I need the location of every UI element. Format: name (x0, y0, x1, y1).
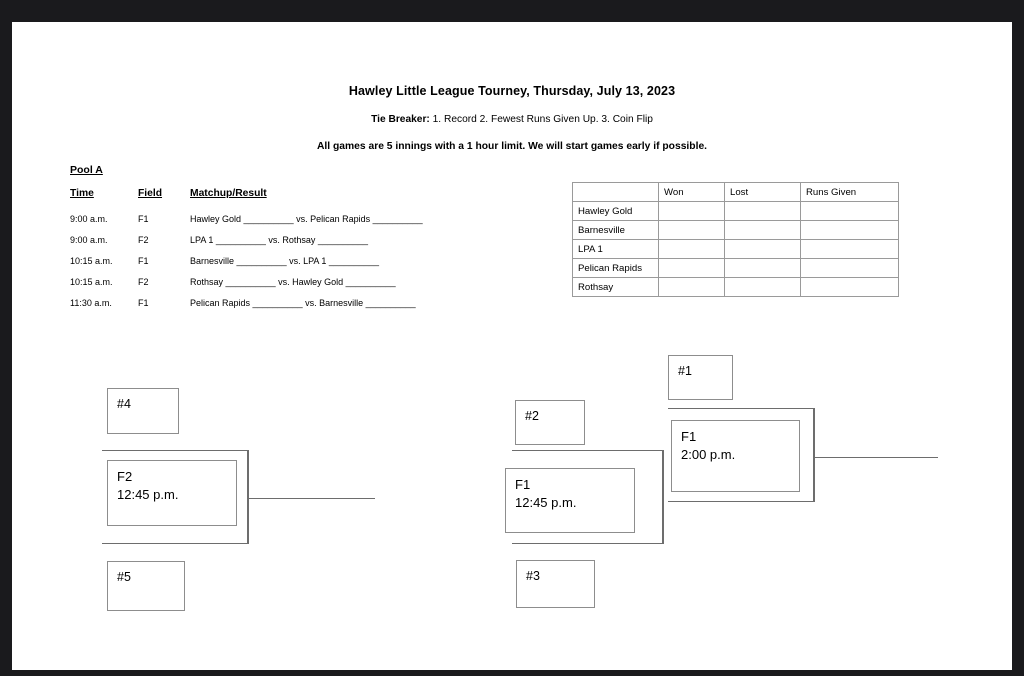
bracket-output-line-left (247, 498, 375, 500)
game-time: 11:30 a.m. (70, 298, 112, 308)
tiebreaker-text: 1. Record 2. Fewest Runs Given Up. 3. Co… (429, 114, 653, 125)
tiebreaker-line: Tie Breaker: 1. Record 2. Fewest Runs Gi… (12, 114, 1012, 125)
standings-table: Won Lost Runs Given Hawley Gold Barnesvi… (572, 182, 899, 297)
pool-a-label: Pool A (70, 164, 103, 176)
schedule-header-row: Time Field Matchup/Result (70, 188, 490, 214)
schedule-row: 9:00 a.m. F2 LPA 1 __________ vs. Rothsa… (70, 235, 490, 256)
bracket-game-time: 2:00 p.m. (681, 447, 736, 463)
bracket-connector-top-right-semi (512, 450, 664, 452)
bracket-game-field: F2 (117, 469, 133, 484)
bracket-connector-bottom-left (102, 543, 248, 545)
game-field: F2 (138, 235, 149, 245)
game-matchup: Barnesville __________ vs. LPA 1 _______… (190, 256, 379, 266)
table-row: LPA 1 (572, 239, 899, 259)
game-field: F1 (138, 256, 149, 266)
game-matchup: LPA 1 __________ vs. Rothsay __________ (190, 235, 368, 245)
bracket-connector-top-final (668, 408, 815, 410)
document-page: Hawley Little League Tourney, Thursday, … (12, 22, 1012, 670)
bracket-game-f1-1245[interactable]: F1 12:45 p.m. (505, 468, 635, 533)
bracket-connector-vertical-left (247, 450, 249, 544)
column-header-matchup: Matchup/Result (190, 188, 267, 199)
bracket-connector-vertical-right-semi (662, 450, 664, 544)
bracket-seed-4[interactable]: #4 (107, 388, 179, 434)
column-header-field: Field (138, 188, 163, 199)
table-row: Barnesville (572, 220, 899, 240)
bracket-game-time: 12:45 p.m. (515, 495, 577, 511)
game-matchup: Rothsay __________ vs. Hawley Gold _____… (190, 277, 396, 287)
bracket-connector-bottom-final (668, 501, 815, 503)
tournament-bracket: #4 F2 12:45 p.m. #5 #1 #2 F1 12:45 p.m. … (12, 22, 1012, 670)
column-header-time: Time (70, 188, 94, 199)
game-field: F2 (138, 277, 149, 287)
bracket-game-time: 12:45 p.m. (117, 487, 179, 503)
table-row: Rothsay (572, 277, 899, 297)
schedule-row: 10:15 a.m. F1 Barnesville __________ vs.… (70, 256, 490, 277)
bracket-connector-vertical-final (813, 408, 815, 502)
game-time: 9:00 a.m. (70, 214, 108, 224)
table-row: Pelican Rapids (572, 258, 899, 278)
page-title: Hawley Little League Tourney, Thursday, … (348, 84, 676, 98)
game-time: 9:00 a.m. (70, 235, 108, 245)
bracket-game-f2-1245[interactable]: F2 12:45 p.m. (107, 460, 237, 526)
game-field: F1 (138, 298, 149, 308)
bracket-seed-5[interactable]: #5 (107, 561, 185, 611)
bracket-seed-1[interactable]: #1 (668, 355, 733, 400)
bracket-connector-bottom-right-semi (512, 543, 664, 545)
game-matchup: Pelican Rapids __________ vs. Barnesvill… (190, 298, 416, 308)
bracket-game-f1-200-final[interactable]: F1 2:00 p.m. (671, 420, 800, 492)
standings-cell-runs-given[interactable] (800, 277, 899, 297)
bracket-seed-3[interactable]: #3 (516, 560, 595, 608)
bracket-game-field: F1 (515, 477, 531, 492)
game-rules-note: All games are 5 innings with a 1 hour li… (316, 141, 708, 152)
schedule-row: 10:15 a.m. F2 Rothsay __________ vs. Haw… (70, 277, 490, 298)
game-matchup: Hawley Gold __________ vs. Pelican Rapid… (190, 214, 423, 224)
bracket-connector-top-left (102, 450, 248, 452)
pool-a-schedule: Time Field Matchup/Result 9:00 a.m. F1 H… (70, 188, 490, 319)
schedule-row: 11:30 a.m. F1 Pelican Rapids __________ … (70, 298, 490, 319)
schedule-row: 9:00 a.m. F1 Hawley Gold __________ vs. … (70, 214, 490, 235)
game-field: F1 (138, 214, 149, 224)
game-time: 10:15 a.m. (70, 277, 113, 287)
bracket-champion-line (813, 457, 938, 459)
bracket-game-field: F1 (681, 429, 697, 444)
tiebreaker-label: Tie Breaker: (371, 114, 430, 125)
bracket-seed-2[interactable]: #2 (515, 400, 585, 445)
game-time: 10:15 a.m. (70, 256, 113, 266)
